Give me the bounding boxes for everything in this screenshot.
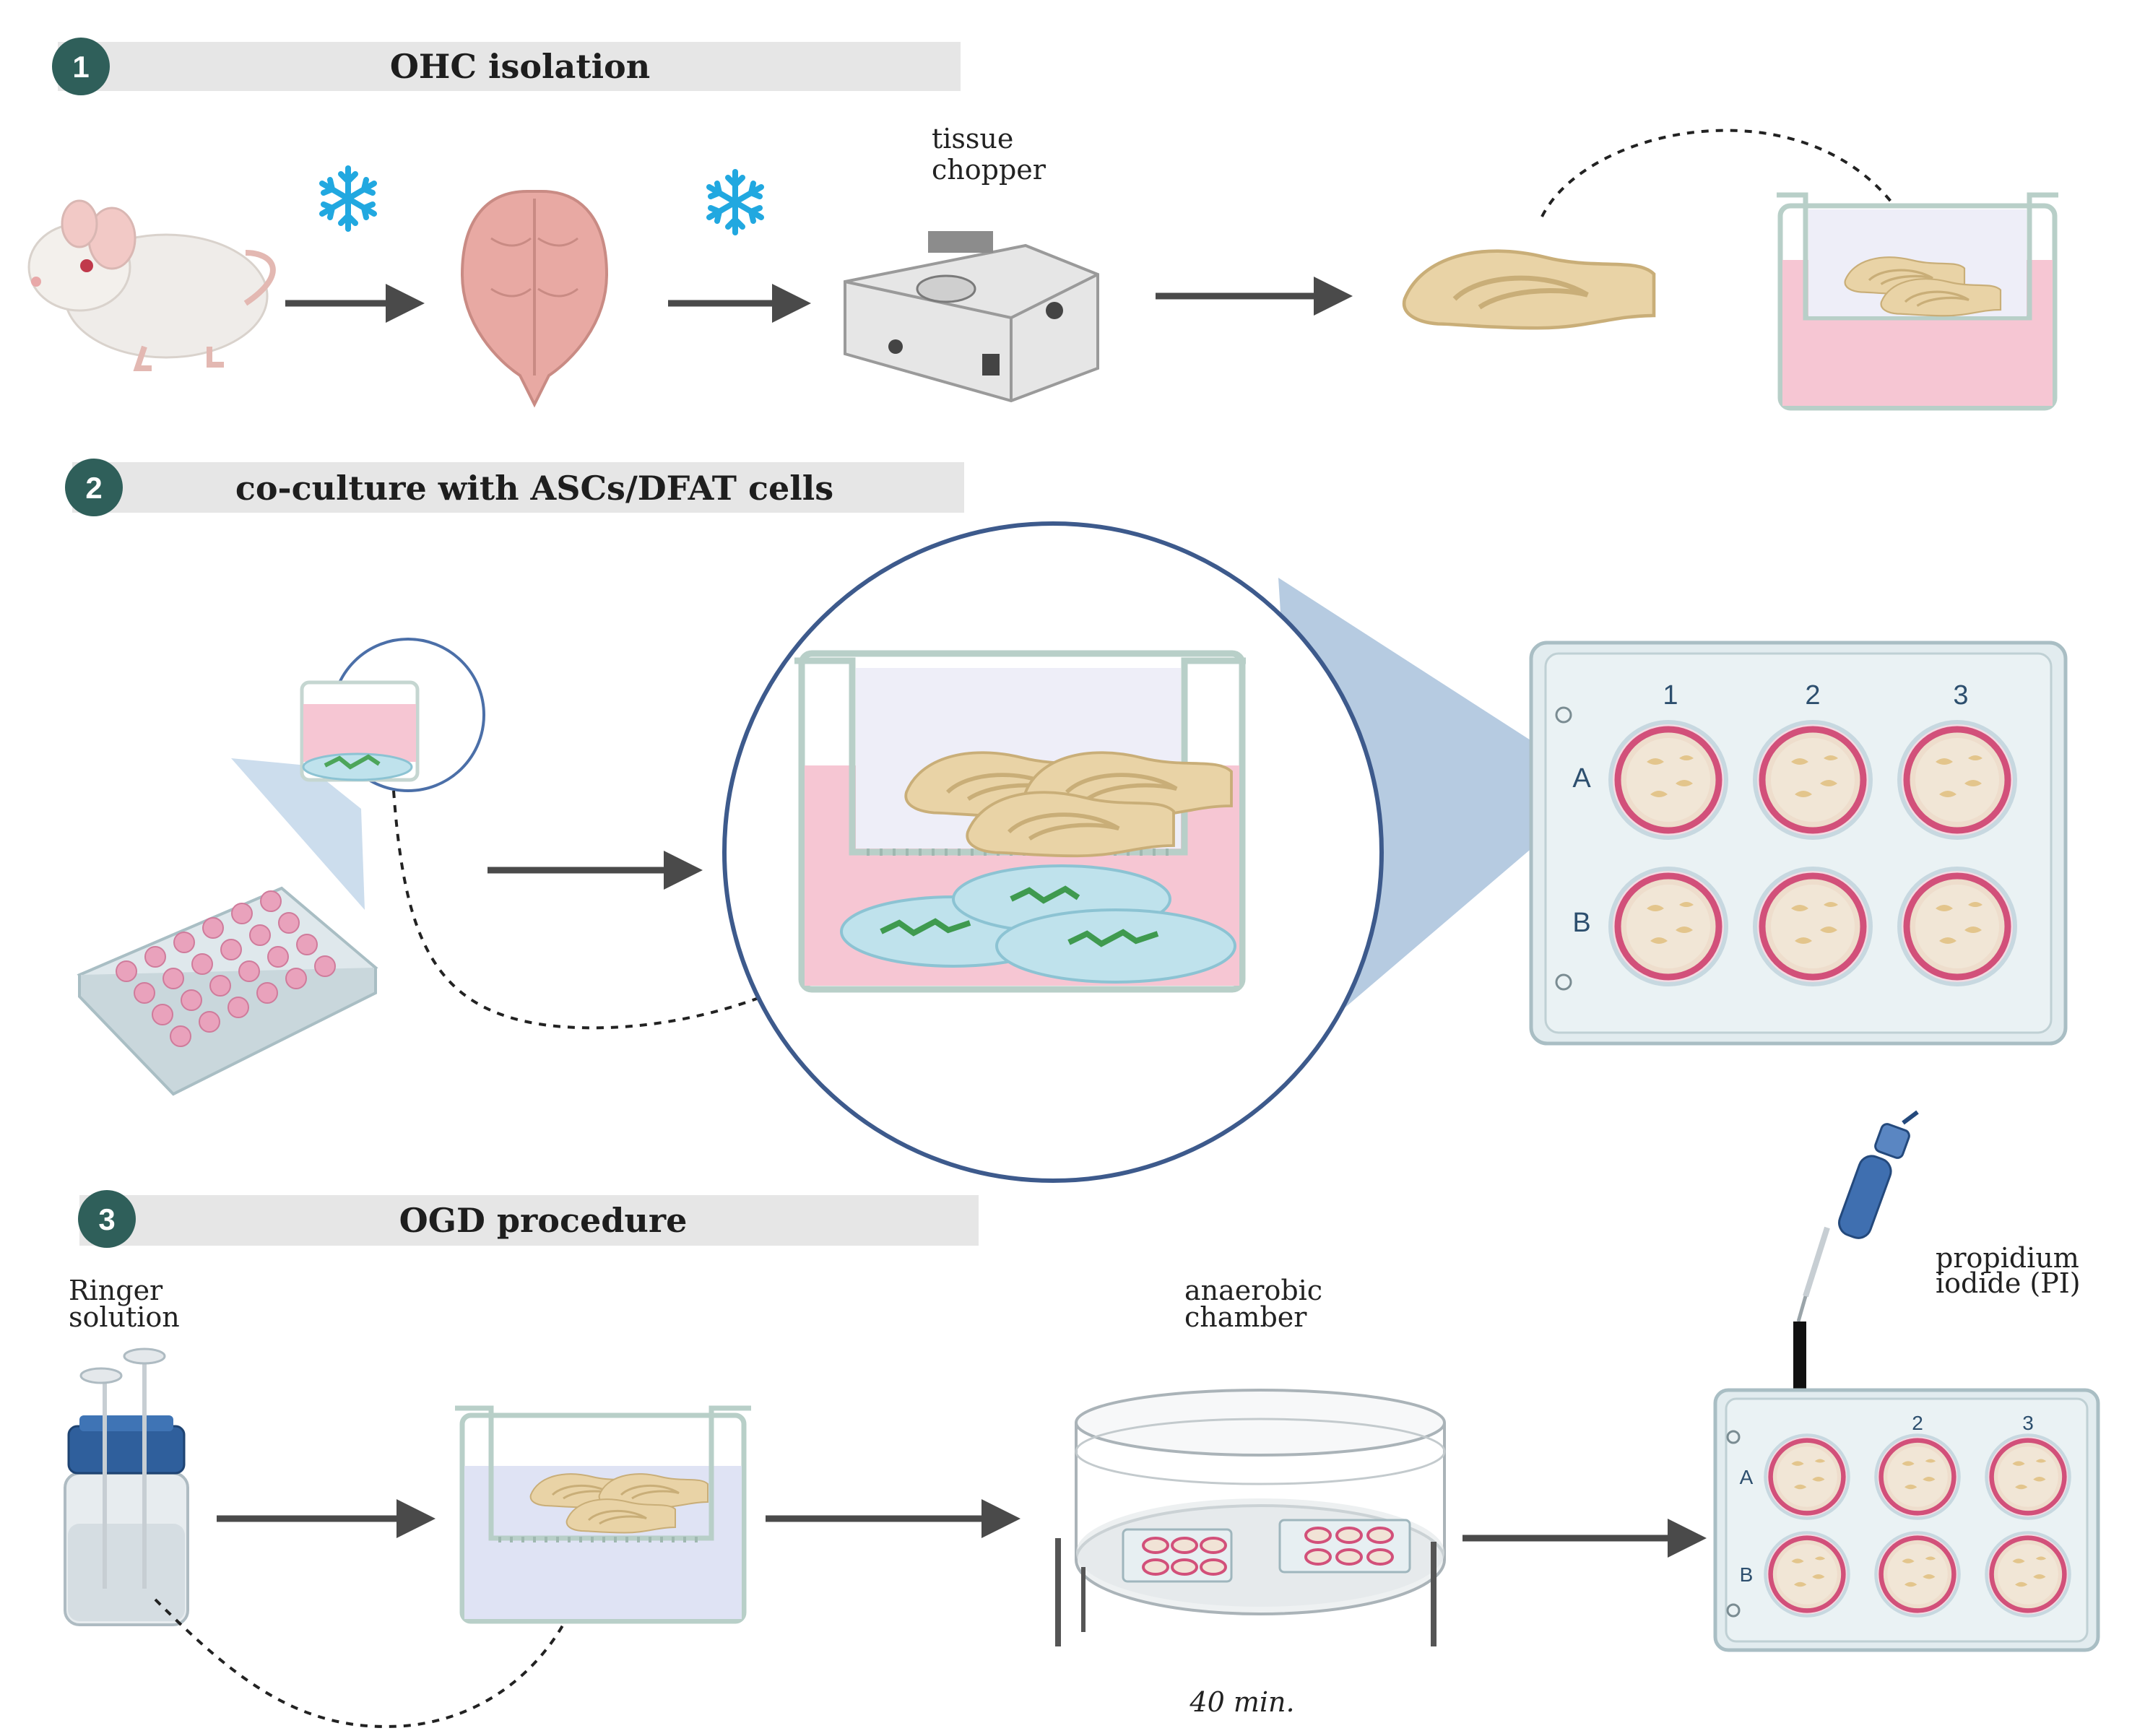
well [1755, 722, 1871, 838]
well [1876, 1435, 1959, 1518]
culture-insert-icon [455, 1405, 751, 1624]
snowflake-icon [709, 172, 761, 233]
column-label: 2 [1912, 1412, 1923, 1434]
column-label: 2 [1805, 680, 1820, 711]
ringer-label: solution [69, 1301, 180, 1333]
step-number: 3 [98, 1202, 115, 1236]
column-label: 1 [1663, 680, 1678, 711]
anaerobic-chamber-icon [1055, 1389, 1446, 1646]
culture-insert-icon [1777, 192, 2058, 411]
pi-label: propidium [1936, 1242, 2079, 1274]
well-plate-icon [77, 886, 378, 1096]
brain-icon [460, 190, 609, 408]
column-label: 3 [2022, 1412, 2034, 1434]
well [1611, 722, 1726, 838]
step-title: OGD procedure [399, 1201, 688, 1240]
hippocampal-slice-icon [1404, 251, 1654, 329]
ringer-bottle-icon [64, 1347, 189, 1626]
row-label: B [1572, 908, 1590, 938]
tissue-chopper-label: chopper [932, 154, 1046, 186]
anaerobic-label: chamber [1184, 1301, 1307, 1333]
dashed-arrow [392, 790, 857, 1030]
pipette-icon [1796, 1110, 1919, 1322]
large-magnifier [722, 521, 1384, 1183]
dashed-arrow [1540, 129, 1910, 229]
row-label: B [1740, 1563, 1754, 1586]
six-well-plate-small: 2 3 A B [1713, 1388, 2100, 1652]
well [1899, 869, 2015, 984]
ringer-label: Ringer [69, 1275, 163, 1306]
step-title: OHC isolation [390, 47, 650, 86]
step-title: co-culture with ASCs/DFAT cells [235, 469, 833, 508]
step-2-header: 2 co-culture with ASCs/DFAT cells [65, 459, 964, 516]
six-well-plate-large: 1 2 3 A B [1529, 641, 2068, 1046]
step-number: 1 [72, 50, 89, 84]
pi-label: iodide (PI) [1936, 1267, 2081, 1299]
small-magnifier [231, 638, 485, 910]
anaerobic-label: anaerobic [1184, 1275, 1322, 1306]
well [1986, 1532, 2069, 1615]
step-3-header: 3 OGD procedure [78, 1190, 979, 1248]
row-label: A [1572, 763, 1591, 794]
well [1765, 1435, 1848, 1518]
mouse-icon [27, 199, 276, 371]
well [1611, 869, 1726, 984]
well [1899, 722, 2015, 838]
well [1876, 1532, 1959, 1615]
tissue-chopper-icon [844, 231, 1099, 403]
well [1755, 869, 1871, 984]
step-number: 2 [85, 471, 102, 505]
column-label: 3 [1953, 680, 1968, 711]
well [1765, 1532, 1848, 1615]
snowflake-icon [322, 168, 374, 229]
tissue-chopper-label: tissue [932, 123, 1013, 155]
duration-label: 40 min. [1189, 1686, 1294, 1718]
row-label: A [1740, 1466, 1754, 1488]
well [1986, 1435, 2069, 1518]
step-1-header: 1 OHC isolation [52, 38, 961, 95]
